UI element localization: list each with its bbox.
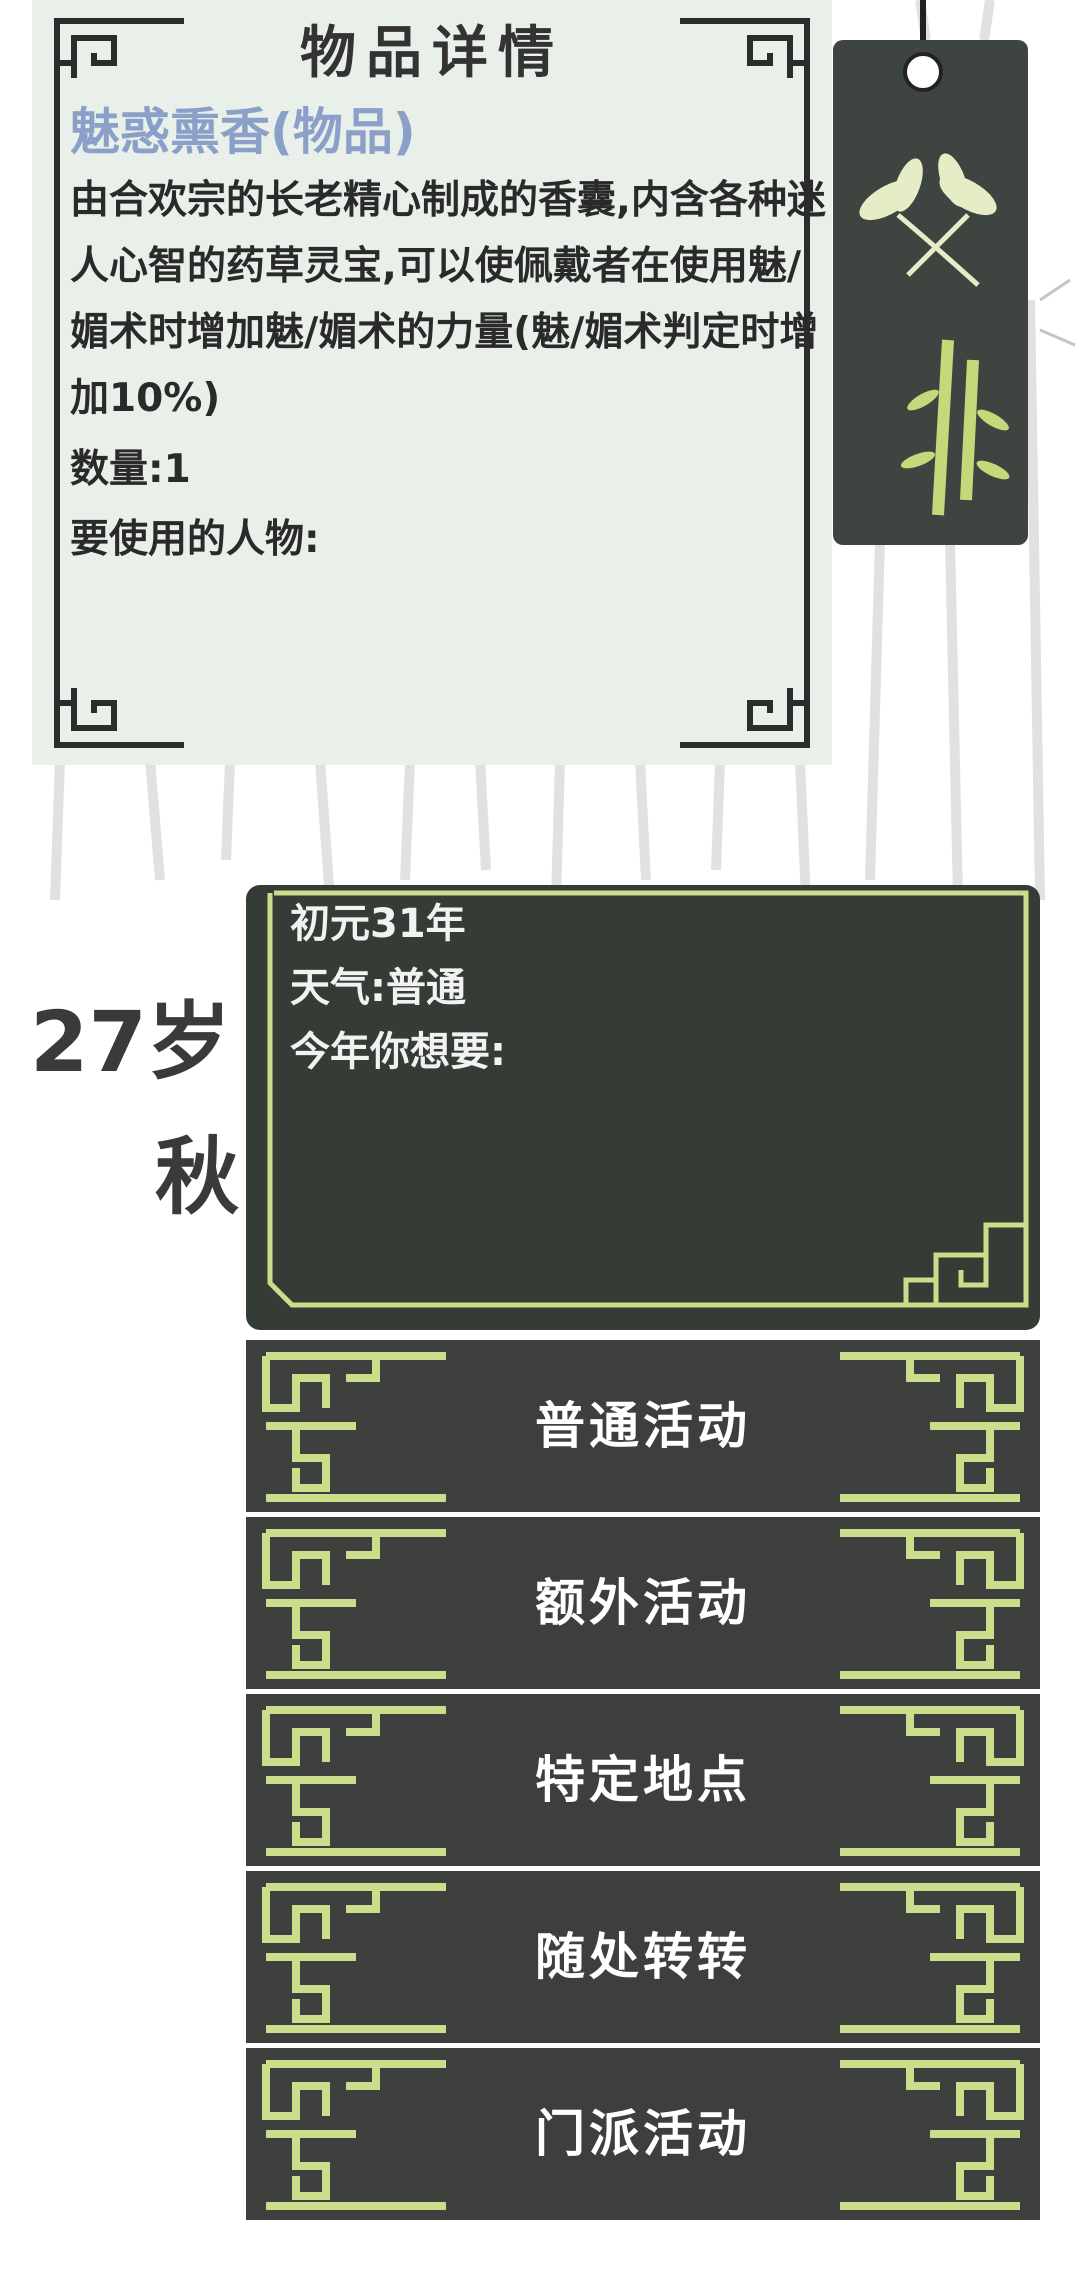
item-description: 由合欢宗的长老精心制成的香囊,内含各种迷人心智的药草灵宝,可以使佩戴者在使用魅/…	[70, 178, 826, 421]
ornament-left-icon	[262, 1883, 446, 2033]
panel-frame	[54, 18, 810, 748]
corner-ornament-icon	[680, 668, 810, 748]
corner-ornament-icon	[903, 1222, 1026, 1305]
age-label: 27岁	[30, 993, 231, 1091]
panel-border	[267, 890, 1029, 1308]
ornament-right-icon	[840, 1529, 1024, 1679]
ornament-right-icon	[840, 1706, 1024, 1856]
specific-location-button[interactable]: 特定地点	[246, 1694, 1040, 1866]
ornament-left-icon	[262, 1352, 446, 1502]
bookmark-tag-icon	[833, 0, 1028, 545]
ornament-left-icon	[262, 1529, 446, 1679]
button-label: 随处转转	[535, 1928, 751, 1986]
extra-activity-button[interactable]: 额外活动	[246, 1517, 1040, 1689]
corner-ornament-icon	[54, 18, 184, 98]
sect-activity-button[interactable]: 门派活动	[246, 2048, 1040, 2220]
corner-ornament-icon	[680, 18, 810, 98]
item-name: 魅惑熏香(物品)	[70, 103, 416, 161]
year-text: 初元31年	[290, 901, 466, 947]
corner-ornament-icon	[54, 668, 184, 748]
page-title: 物品详情	[300, 21, 564, 86]
wander-button[interactable]: 随处转转	[246, 1871, 1040, 2043]
weather-text: 天气:普通	[290, 965, 466, 1011]
ornament-right-icon	[840, 1352, 1024, 1502]
button-label: 额外活动	[535, 1574, 751, 1632]
prompt-text: 今年你想要:	[290, 1029, 506, 1075]
button-label: 特定地点	[535, 1751, 751, 1809]
year-info-panel: 初元31年 天气:普通 今年你想要:	[246, 885, 1040, 1330]
ornament-right-icon	[840, 1883, 1024, 2033]
button-label: 普通活动	[535, 1397, 751, 1455]
ornament-left-icon	[262, 1706, 446, 1856]
use-target-label[interactable]: 要使用的人物:	[70, 517, 320, 562]
normal-activity-button[interactable]: 普通活动	[246, 1340, 1040, 1512]
season-label: 秋	[155, 1128, 240, 1226]
item-detail-panel: 物品详情 魅惑熏香(物品) 由合欢宗的长老精心制成的香囊,内含各种迷人心智的药草…	[32, 0, 832, 765]
ornament-left-icon	[262, 2060, 446, 2210]
ornament-right-icon	[840, 2060, 1024, 2210]
button-label: 门派活动	[535, 2105, 751, 2163]
item-quantity: 数量:1	[70, 447, 191, 492]
